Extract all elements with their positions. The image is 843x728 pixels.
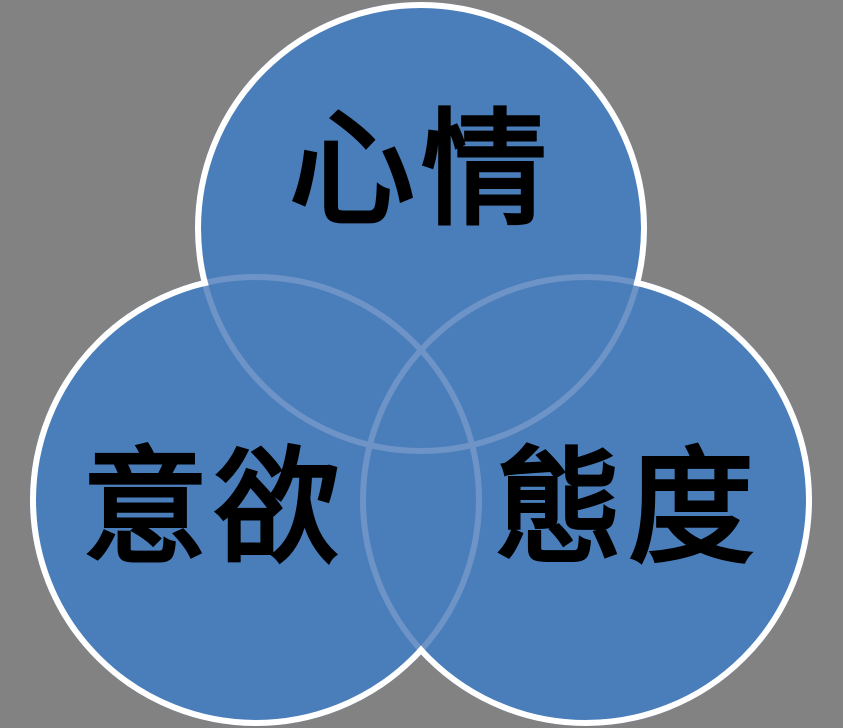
circle-bottom-left-outer-stroke [30, 274, 482, 726]
circle-fill-group [33, 5, 809, 723]
circle-bottom-left-fill [33, 277, 479, 723]
circle-outer-stroke-group [30, 2, 812, 726]
circle-top-outer-stroke [195, 2, 647, 454]
circle-label-group: 心情 意欲 態度 [82, 97, 760, 582]
circle-bottom-right-fill [363, 277, 809, 723]
circle-bottom-right-outer-stroke [360, 274, 812, 726]
circle-label-bottom-left: 意欲 [82, 435, 346, 582]
circle-label-bottom-right: 態度 [496, 435, 760, 582]
circle-label-top: 心情 [289, 97, 553, 244]
